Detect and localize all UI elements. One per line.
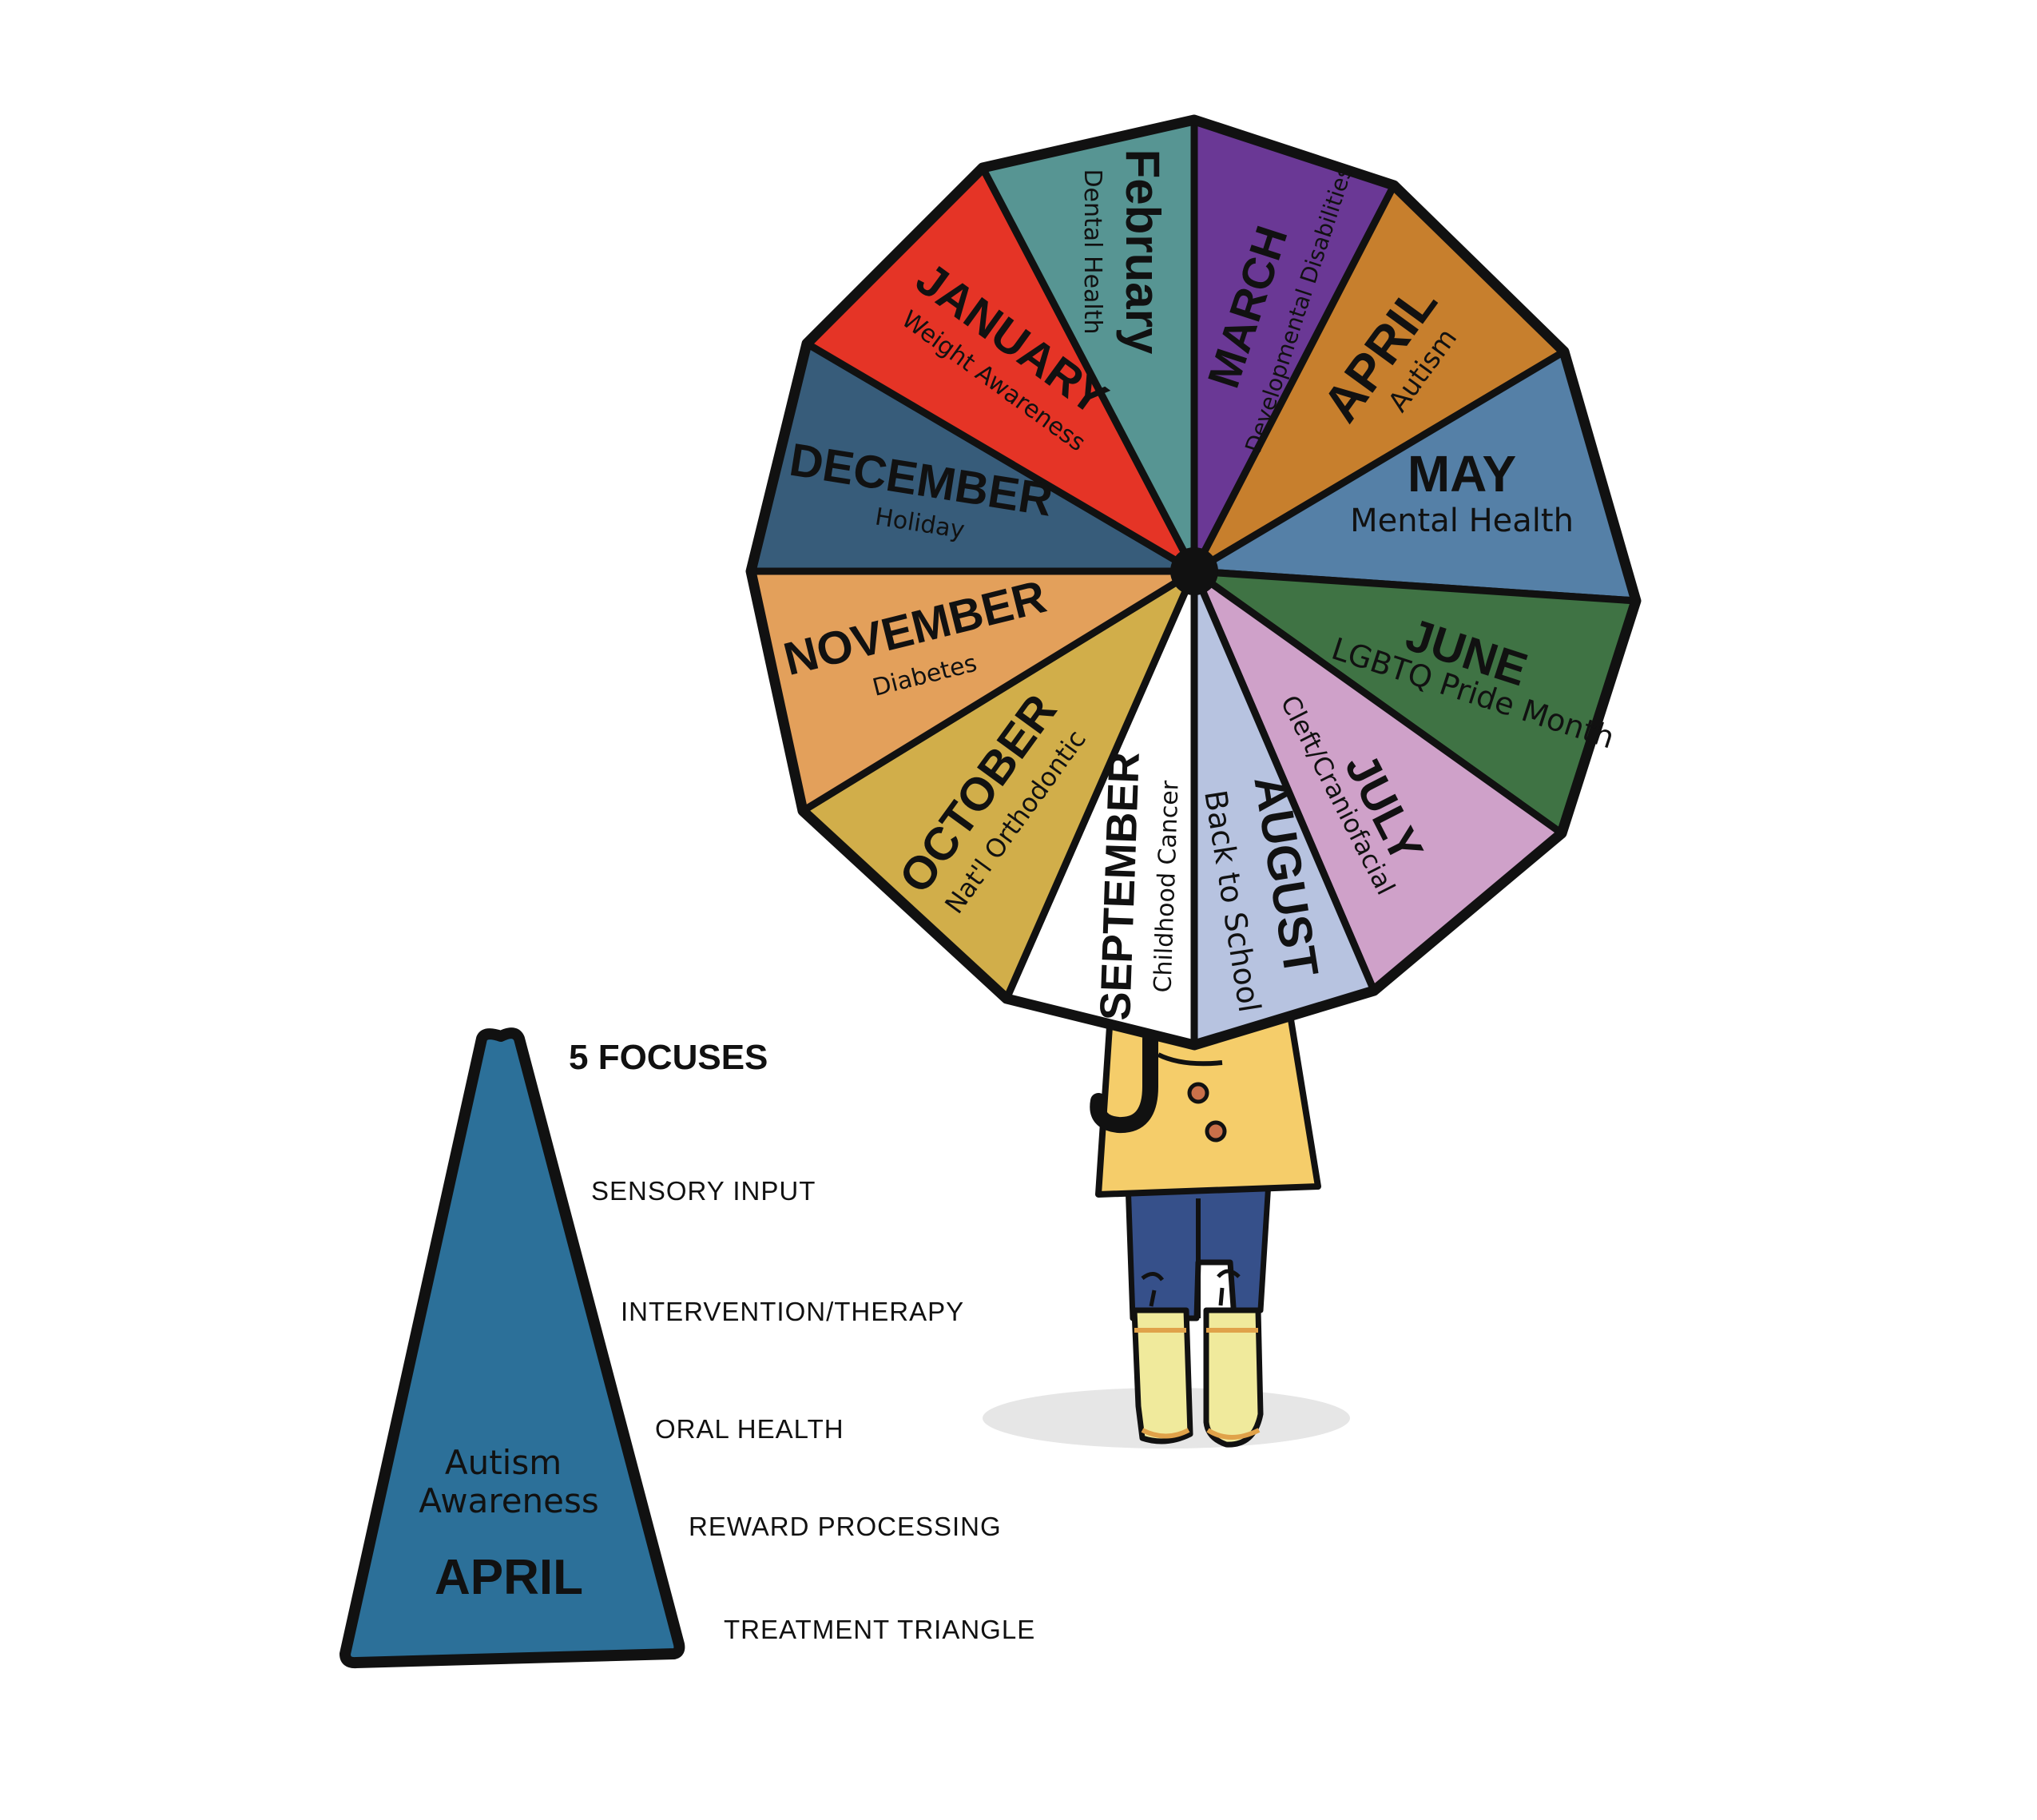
umbrella-hub [1170, 547, 1218, 595]
coat-collar-line [1157, 1052, 1223, 1067]
focus-item: ORAL HEALTH [655, 1414, 844, 1444]
focus-item: REWARD PROCESSING [689, 1512, 1002, 1541]
umbrella-month-label: February [1116, 149, 1169, 355]
knee-crease-right [1217, 1269, 1241, 1306]
umbrella-theme-label: Mental Health [1350, 503, 1574, 539]
focuses-title: 5 FOCUSES [569, 1038, 768, 1077]
umbrella-theme-label: Dental Health [1078, 169, 1106, 334]
coat-button [1187, 1082, 1209, 1104]
focus-item: SENSORY INPUT [591, 1176, 816, 1206]
boot-right [1203, 1307, 1264, 1448]
triangle-subtitle-line2: Awareness [419, 1481, 599, 1520]
focus-item: INTERVENTION/THERAPY [621, 1297, 964, 1326]
boot-sole-right [1206, 1428, 1261, 1440]
coat-button [1205, 1120, 1227, 1142]
umbrella-rim [745, 114, 1642, 1051]
knee-crease-left [1141, 1272, 1165, 1307]
focus-item: TREATMENT TRIANGLE [724, 1615, 1035, 1644]
boot-sole-left [1141, 1428, 1190, 1439]
umbrella-handle [1090, 1031, 1158, 1134]
boot-left [1131, 1307, 1193, 1444]
person-figure [1090, 1011, 1321, 1448]
umbrella-month-label: MAY [1408, 445, 1516, 503]
treatment-triangle-shape [340, 1027, 685, 1669]
triangle-month: APRIL [435, 1550, 583, 1605]
triangle-subtitle-line1: Autism [445, 1443, 562, 1482]
umbrella-month-label: SEPTEMBER [1091, 751, 1149, 1021]
